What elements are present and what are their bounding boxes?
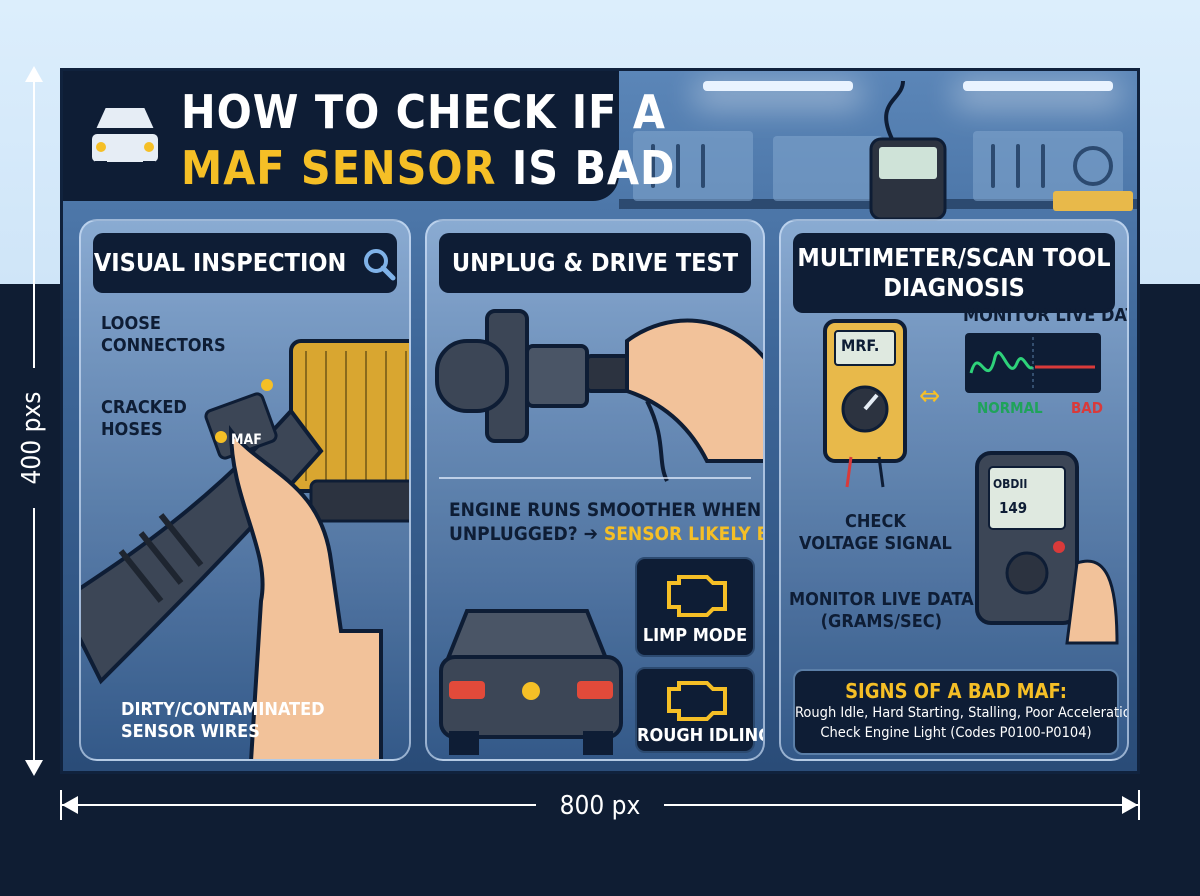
- scanner-brand: OBDII: [993, 477, 1028, 491]
- multimeter-illustration: [823, 319, 907, 488]
- monitor-live-data-label: MONITOR LIVE DATA: [963, 305, 1127, 326]
- label-loose-connectors: LOOSE CONNECTORS: [101, 313, 226, 356]
- title-highlight: MAF SENSOR: [181, 141, 497, 195]
- maf-sensor-tag: MAF: [231, 432, 262, 448]
- page-title-line1: HOW TO CHECK IF A: [181, 85, 666, 139]
- workshop-tools-icon: [633, 131, 1133, 211]
- card-rough-idling: ROUGH IDLING: [635, 667, 765, 753]
- unplug-note-line1: ENGINE RUNS SMOOTHER WHEN: [449, 499, 762, 521]
- check-voltage-label: CHECK VOLTAGE SIGNAL: [799, 511, 952, 554]
- panel-unplug-drive-test: UNPLUG & DRIVE TEST ENGINE RUNS SMOOTHER…: [425, 219, 765, 761]
- sensor-unplug-illustration: [435, 309, 763, 482]
- legend-bad: BAD: [1071, 399, 1103, 417]
- width-dimension-cap-left: [60, 790, 62, 820]
- panel-multimeter-scan-tool: MULTIMETER/SCAN TOOL DIAGNOSIS MRF. MONI…: [779, 219, 1129, 761]
- card-limp-mode: LIMP MODE: [635, 557, 755, 657]
- arrow-down-icon: [25, 760, 43, 776]
- unplug-note-line2: UNPLUGGED? ➔ SENSOR LIKELY BAD: [449, 523, 763, 545]
- car-hood-open-icon: [90, 106, 160, 171]
- meter-display: MRF.: [841, 336, 880, 355]
- label-cracked-hoses: CRACKED HOSES: [101, 397, 187, 440]
- limp-mode-label: LIMP MODE: [642, 625, 748, 646]
- signs-title: SIGNS OF A BAD MAF:: [845, 679, 1067, 703]
- arrow-right-icon: [1122, 796, 1138, 814]
- panel-heading: VISUAL INSPECTION: [93, 233, 397, 293]
- ceiling-light: [703, 81, 853, 91]
- car-rear-illustration: [439, 609, 623, 755]
- arrow-up-icon: [25, 66, 43, 82]
- monitor-grams-label: MONITOR LIVE DATA (GRAMS/SEC): [789, 589, 974, 632]
- double-arrow-icon: ⇔: [919, 379, 941, 412]
- rough-idling-label: ROUGH IDLING: [637, 725, 765, 746]
- infographic: HOW TO CHECK IF A MAF SENSOR IS BAD VISU…: [60, 68, 1140, 774]
- live-data-graph: [965, 333, 1101, 393]
- divider: [439, 477, 751, 479]
- height-dimension-label: 400 pxs: [12, 368, 52, 508]
- signs-line1: Rough Idle, Hard Starting, Stalling, Poo…: [795, 705, 1129, 721]
- page-title-line2: MAF SENSOR IS BAD: [181, 141, 675, 195]
- width-dimension-label: 800 px: [536, 786, 664, 826]
- panel-visual-inspection: VISUAL INSPECTION LOOSE C: [79, 219, 411, 761]
- panel-heading: MULTIMETER/SCAN TOOL DIAGNOSIS: [793, 233, 1115, 313]
- handheld-scanner-icon: [869, 80, 947, 221]
- arrow-left-icon: [62, 796, 78, 814]
- title-banner: HOW TO CHECK IF A MAF SENSOR IS BAD: [63, 71, 674, 201]
- legend-normal: NORMAL: [977, 399, 1043, 417]
- magnifier-icon: [364, 249, 396, 281]
- panel-heading: UNPLUG & DRIVE TEST: [439, 233, 751, 293]
- width-dimension-cap-right: [1138, 790, 1140, 820]
- scanner-value: 149: [999, 499, 1028, 517]
- arrow-right-icon: ➔: [583, 523, 604, 545]
- ceiling-light: [963, 81, 1113, 91]
- check-engine-icon: [667, 681, 727, 721]
- check-engine-icon: [667, 575, 727, 617]
- label-dirty-sensor-wires: DIRTY/CONTAMINATED SENSOR WIRES: [121, 699, 325, 742]
- intake-hose-illustration: [81, 339, 409, 759]
- scan-tool-illustration: [975, 451, 1119, 645]
- signs-line2: Check Engine Light (Codes P0100-P0104): [820, 725, 1092, 741]
- panel-heading-text: VISUAL INSPECTION: [93, 248, 347, 277]
- signs-of-bad-maf-box: SIGNS OF A BAD MAF: Rough Idle, Hard Sta…: [793, 669, 1129, 755]
- title-rest: IS BAD: [496, 141, 676, 195]
